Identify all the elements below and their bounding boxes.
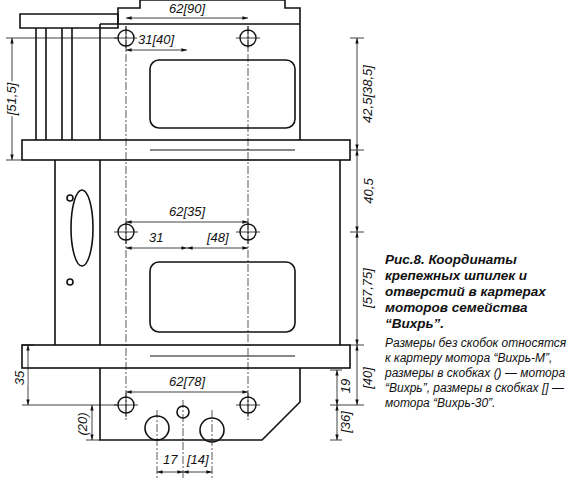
- joint-lines: [150, 150, 295, 356]
- dimension-label: [14]: [186, 453, 210, 467]
- extension-line: [6, 38, 364, 440]
- cylinder-walls: [100, 24, 300, 140]
- top-flange: [118, 0, 300, 24]
- lower-window: [150, 262, 295, 332]
- dimension-line: [357, 38, 358, 150]
- figure-caption: Рис.8. Координаты крепежных шпилек и отв…: [385, 252, 570, 332]
- dimension-line: [183, 472, 212, 473]
- dimension-line: [28, 345, 29, 405]
- dimension-line: [126, 18, 248, 19]
- dimension-line: [357, 345, 358, 405]
- center-line: [126, 26, 248, 478]
- dimension-line: [126, 392, 248, 393]
- dimension-line: [337, 405, 338, 440]
- dimension-label: 42,5[38,5]: [361, 64, 375, 124]
- dimension-line: [357, 232, 358, 345]
- dimension-line: [357, 150, 358, 232]
- dimension-line: [337, 370, 338, 405]
- dimension-line: [126, 50, 187, 51]
- dimension-label: [36]: [339, 410, 353, 434]
- dimension-label: [48]: [206, 231, 230, 245]
- dimension-label: [57,75]: [361, 267, 375, 309]
- caption-note: Размеры без скобок относятся к картеру м…: [385, 336, 570, 411]
- dimension-line: [92, 405, 93, 440]
- dimension-label: 19: [339, 378, 353, 394]
- side-oval: [71, 190, 93, 266]
- dimension-label: 62[90]: [168, 2, 206, 16]
- crankcase-outline: [20, 0, 350, 442]
- dimension-label: 62[78]: [168, 375, 206, 389]
- dimension-label: [51,5]: [5, 82, 19, 117]
- stud-holes: [114, 26, 260, 417]
- dimension-label: 31[40]: [137, 33, 175, 47]
- dimension-label: [40]: [361, 366, 375, 390]
- upper-window: [150, 60, 295, 128]
- case-walls: [55, 160, 340, 345]
- center-lines: [126, 26, 248, 478]
- dimension-label: 62[35]: [168, 205, 206, 219]
- extension-lines: [6, 38, 364, 440]
- dimension-label: 31: [148, 231, 164, 245]
- dimension-line: [126, 222, 248, 223]
- dimension-line: [157, 472, 183, 473]
- stud-bracket: [20, 14, 118, 28]
- dimension-label: (20): [75, 411, 89, 436]
- stud-rods: [36, 28, 72, 140]
- dimension-label: 35: [13, 370, 27, 386]
- dimension-label: 40,5: [361, 177, 375, 204]
- side-boss: [67, 195, 73, 201]
- dimension-line: [187, 248, 248, 249]
- side-boss: [67, 279, 73, 285]
- dimension-label: 17: [162, 453, 178, 467]
- dimension-lines: [12, 18, 357, 472]
- dimension-line: [126, 248, 187, 249]
